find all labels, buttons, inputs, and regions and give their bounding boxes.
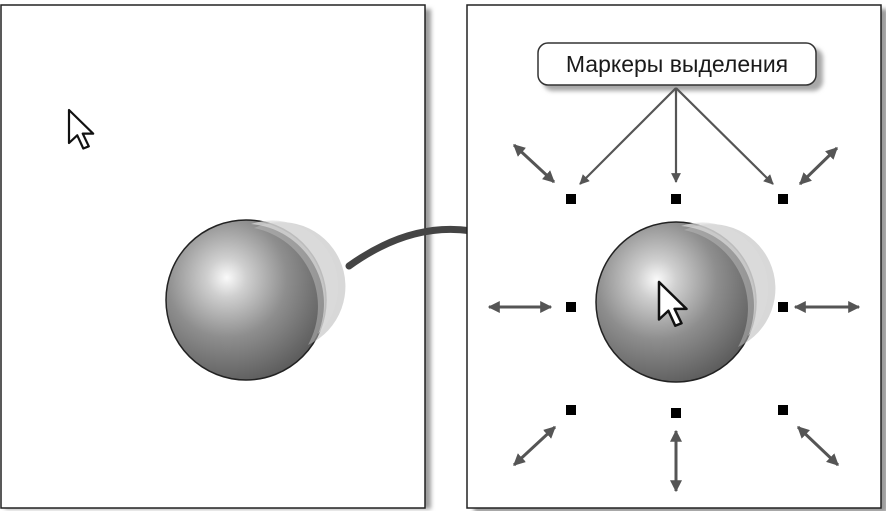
selection-handle-top[interactable] xyxy=(671,194,681,204)
selection-handles xyxy=(566,194,788,418)
resize-arrow-icon xyxy=(512,143,556,184)
panel-after: Маркеры выделения xyxy=(466,4,886,511)
callout-label-box: Маркеры выделения xyxy=(537,42,823,91)
resize-arrow-icon xyxy=(796,425,840,467)
selection-handle-bottom-right[interactable] xyxy=(778,405,788,415)
selection-handle-top-right[interactable] xyxy=(778,194,788,204)
resize-arrows xyxy=(487,143,861,493)
resize-arrow-icon xyxy=(798,146,839,186)
selection-handle-top-left[interactable] xyxy=(566,194,576,204)
selection-handle-bottom-left[interactable] xyxy=(566,405,576,415)
selection-handle-left[interactable] xyxy=(566,302,576,312)
selection-handle-bottom[interactable] xyxy=(671,408,681,418)
callout-label-text: Маркеры выделения xyxy=(566,51,788,77)
selection-handle-right[interactable] xyxy=(778,302,788,312)
resize-arrow-icon xyxy=(512,425,557,467)
callout-pointer-lines xyxy=(579,87,774,185)
